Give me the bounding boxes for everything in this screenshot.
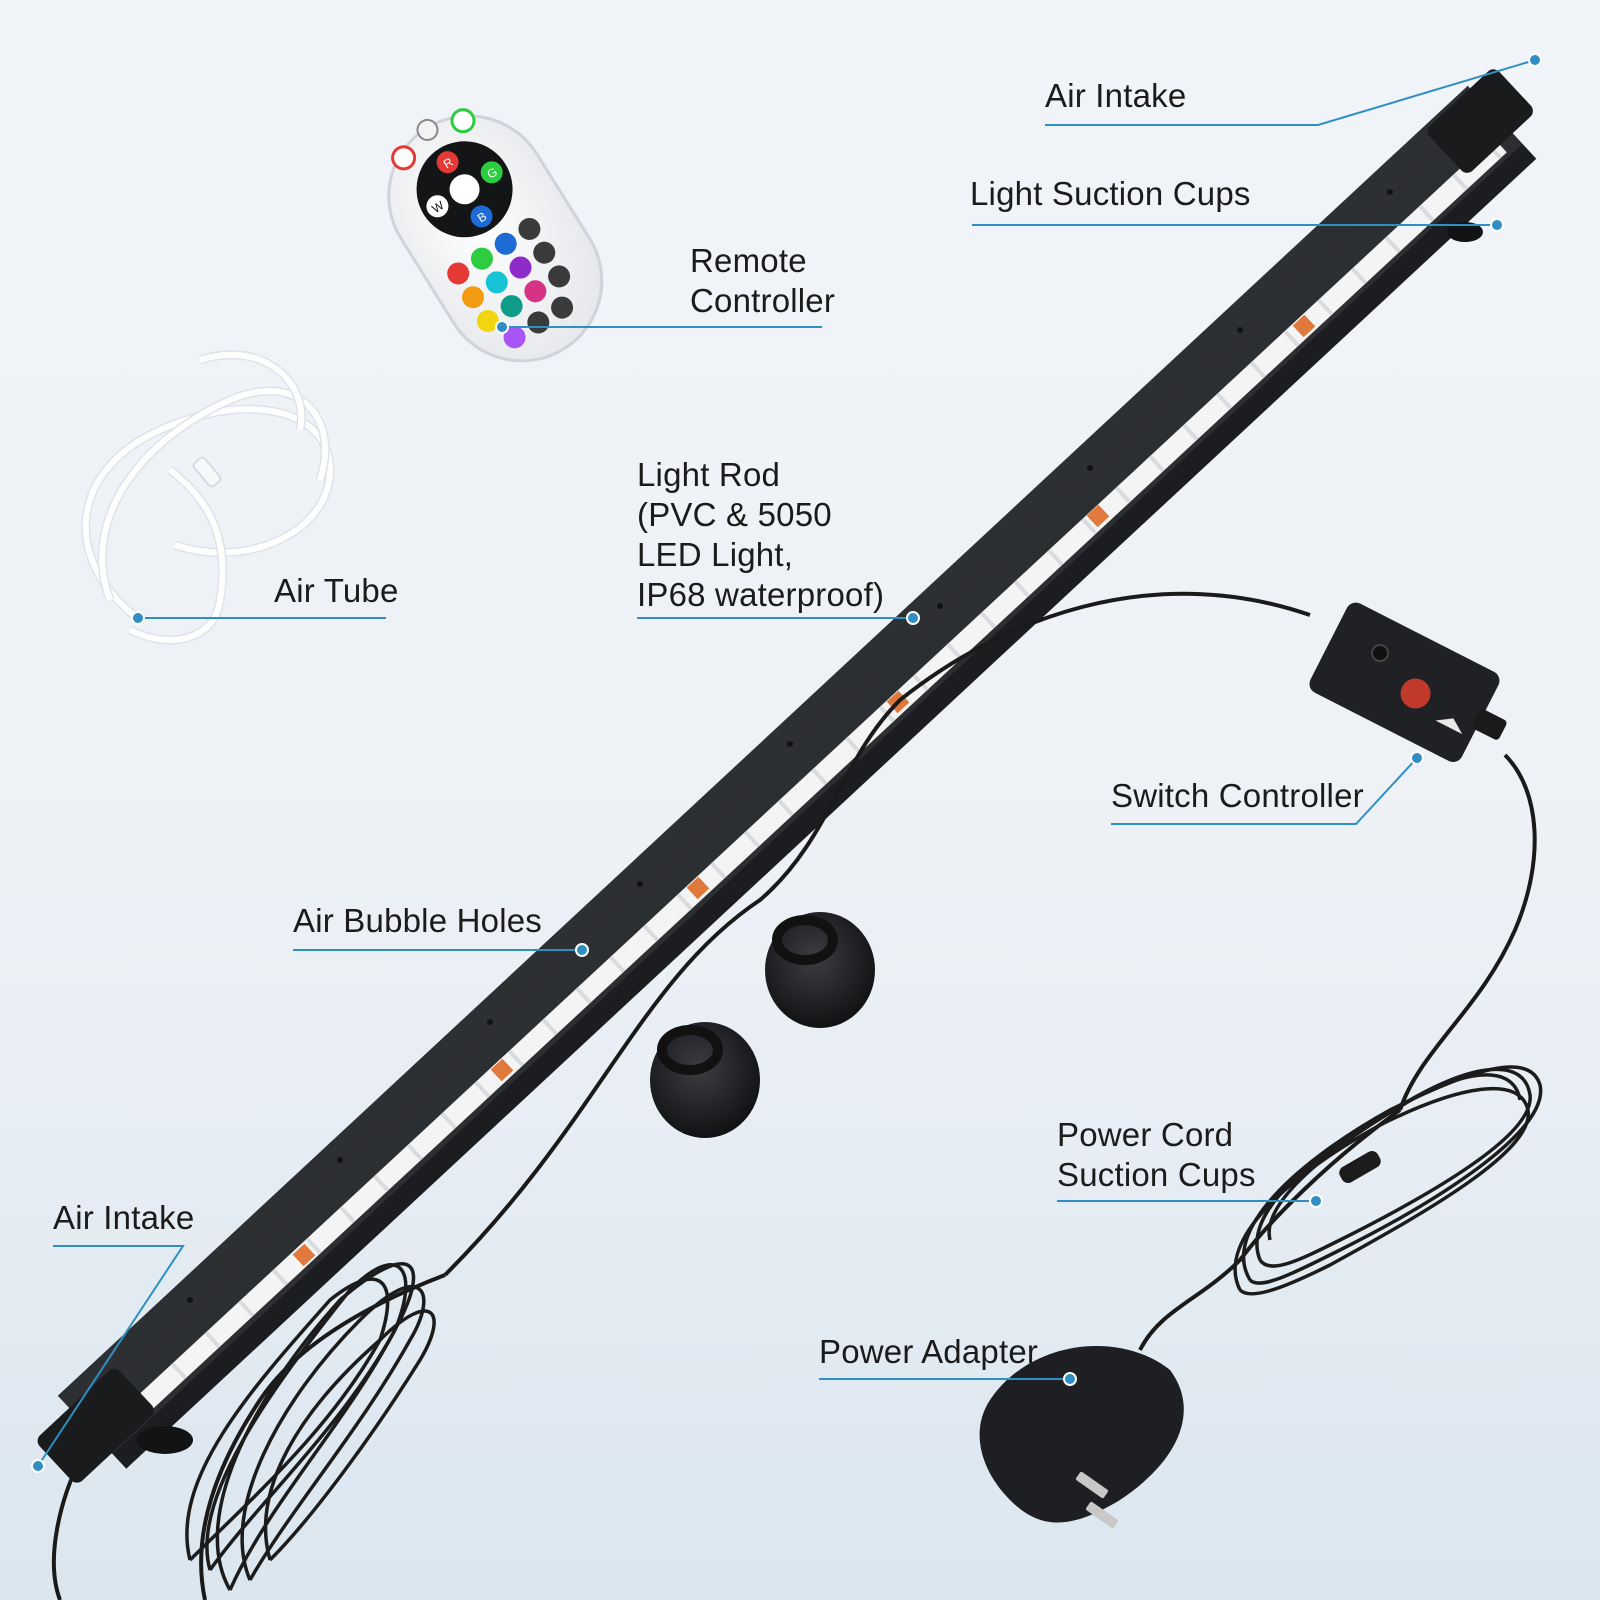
air-tube xyxy=(81,350,335,645)
air-bubble-holes xyxy=(187,189,1393,1303)
rod-logo-icon xyxy=(1435,718,1463,735)
label-remote-controller: Remote Controller xyxy=(690,242,836,319)
leader-dots xyxy=(31,53,1542,1473)
brightness-icon xyxy=(416,118,439,141)
light-suction-cup xyxy=(137,1426,193,1454)
switch-controller xyxy=(1309,602,1507,762)
label-air-tube: Air Tube xyxy=(274,572,399,609)
label-light-rod: Light Rod (PVC & 5050 LED Light, IP68 wa… xyxy=(637,456,885,613)
label-air-intake-bottom: Air Intake xyxy=(53,1199,195,1236)
power-adapter xyxy=(979,1346,1184,1529)
cable-coil-bottom xyxy=(185,1262,436,1591)
label-power-adapter: Power Adapter xyxy=(819,1333,1039,1370)
power-cord-suction-cups xyxy=(650,912,875,1138)
color-button-grid xyxy=(447,217,574,349)
label-switch-controller: Switch Controller xyxy=(1111,777,1364,814)
label-air-bubble-holes: Air Bubble Holes xyxy=(293,902,542,939)
cable-coil-right xyxy=(1233,1065,1543,1296)
end-cap-top xyxy=(1427,69,1533,173)
remote-controller: R G W B xyxy=(387,108,604,363)
label-light-suction-cups: Light Suction Cups xyxy=(970,175,1251,212)
power-icon xyxy=(391,108,476,171)
end-cap-bottom xyxy=(37,1368,154,1483)
light-rod xyxy=(37,69,1537,1483)
label-power-cord-suction-cups: Power Cord Suction Cups xyxy=(1057,1116,1256,1193)
power-cable xyxy=(51,591,1537,1600)
label-air-intake-top: Air Intake xyxy=(1045,77,1187,114)
light-suction-cup xyxy=(1447,222,1483,242)
leader-lines xyxy=(37,59,1536,1467)
